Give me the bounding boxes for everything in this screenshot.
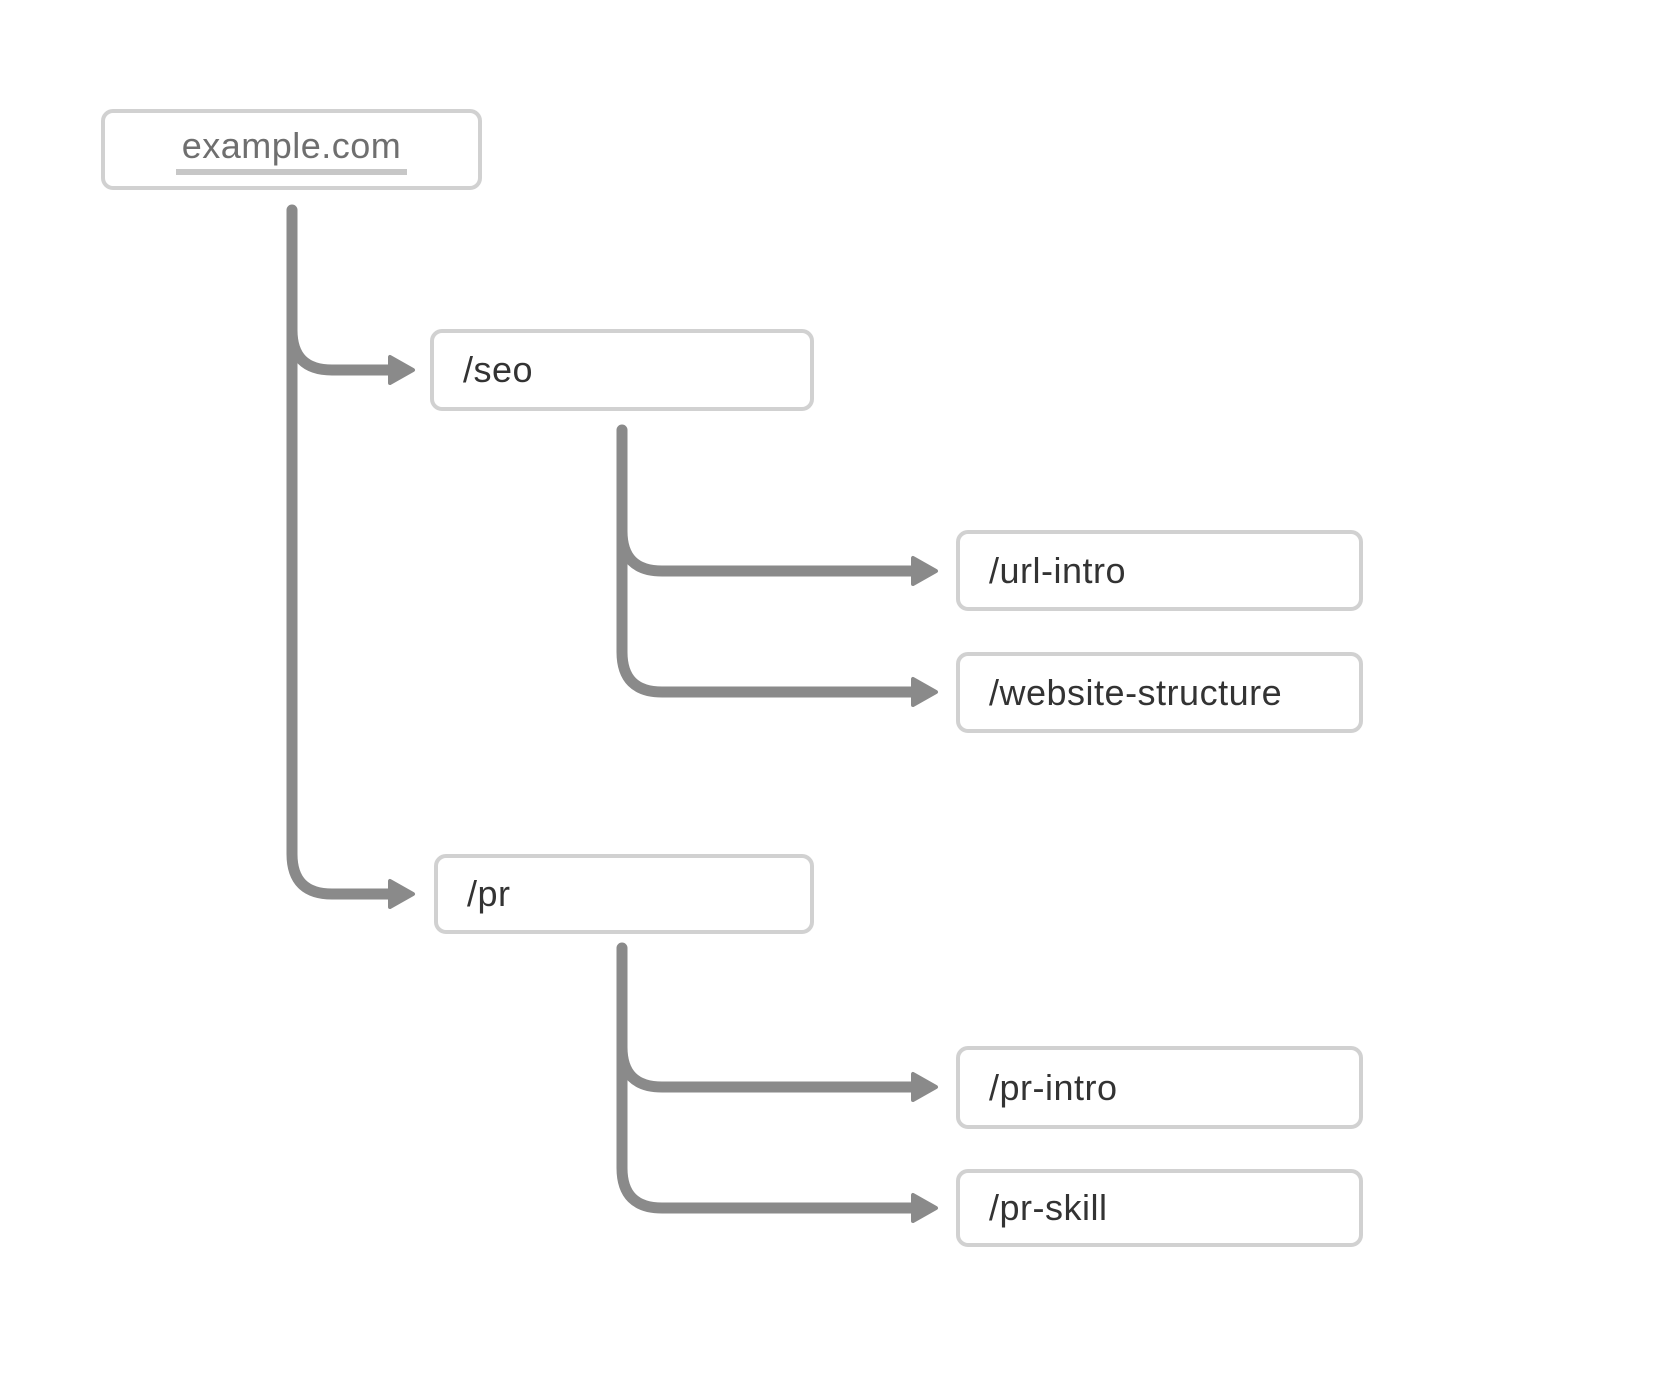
node-label: /url-intro: [989, 549, 1127, 591]
node-pr: /pr: [434, 854, 814, 934]
arrowhead-seo-icon: [388, 355, 415, 385]
connector-pr-to-pr-intro: [616, 1041, 920, 1093]
node-label: example.com: [175, 125, 408, 175]
node-label: /pr-intro: [989, 1066, 1118, 1108]
node-label: /website-structure: [989, 671, 1283, 713]
node-example-com: example.com: [101, 109, 482, 190]
node-seo: /seo: [430, 329, 814, 411]
arrowhead-pr-intro-icon: [911, 1072, 938, 1102]
node-pr-skill: /pr-skill: [956, 1169, 1363, 1247]
node-label: /pr-skill: [989, 1187, 1108, 1228]
arrowhead-pr-icon: [388, 879, 415, 909]
arrowhead-url-intro-icon: [911, 556, 938, 586]
node-website-structure: /website-structure: [956, 652, 1363, 733]
connector-seo-to-website-structure: [616, 424, 920, 698]
node-url-intro: /url-intro: [956, 530, 1363, 611]
connector-root-to-seo: [286, 324, 398, 376]
connector-seo-to-url-intro: [616, 525, 920, 577]
arrowhead-pr-skill-icon: [911, 1193, 938, 1223]
connector-pr-to-pr-skill: [616, 942, 920, 1214]
connector-root-to-pr: [286, 204, 398, 900]
node-pr-intro: /pr-intro: [956, 1046, 1363, 1129]
arrowhead-website-structure-icon: [911, 677, 938, 707]
node-label: /seo: [463, 349, 534, 390]
node-label: /pr: [467, 873, 511, 914]
